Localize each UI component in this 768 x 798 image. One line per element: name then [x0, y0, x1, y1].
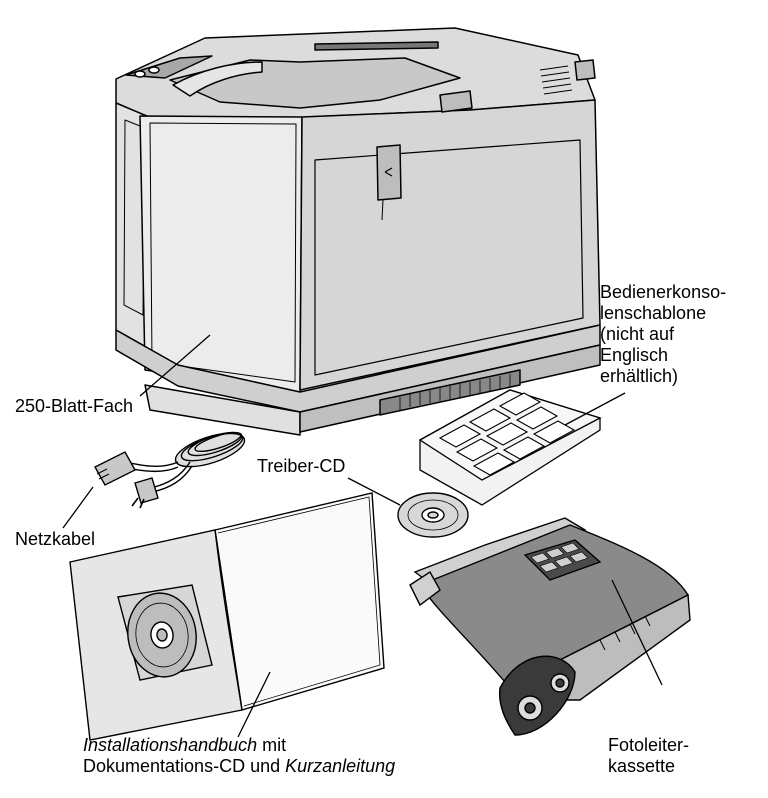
label-manual-text1: mit [257, 735, 287, 755]
template-sheet-illustration [418, 389, 602, 506]
leader-power-cord [62, 486, 94, 529]
driver-cd-illustration [397, 492, 469, 538]
leader-photoconductor [611, 579, 663, 686]
label-driver-cd: Treiber-CD [257, 456, 346, 476]
printer-illustration [115, 27, 601, 436]
label-photoconductor: Fotoleiter- kassette [608, 735, 690, 776]
label-manual-title: Installationshandbuch [83, 735, 258, 755]
leader-driver-cd [347, 477, 401, 506]
label-template: Bedienerkonso- lenschablone (nicht auf E… [600, 282, 727, 386]
label-tray: 250-Blatt-Fach [15, 396, 134, 416]
label-power-cord: Netzkabel [15, 529, 96, 549]
leader-template [564, 392, 626, 426]
label-manual-guide: Kurzanleitung [285, 756, 396, 776]
photoconductor-cartridge-illustration [409, 517, 691, 736]
label-manual-text2: Dokumentations-CD und [83, 756, 286, 776]
leader-manual [237, 671, 271, 738]
leader-tray [139, 334, 211, 397]
manual-book-illustration [69, 492, 385, 741]
power-cord-illustration [94, 431, 246, 509]
